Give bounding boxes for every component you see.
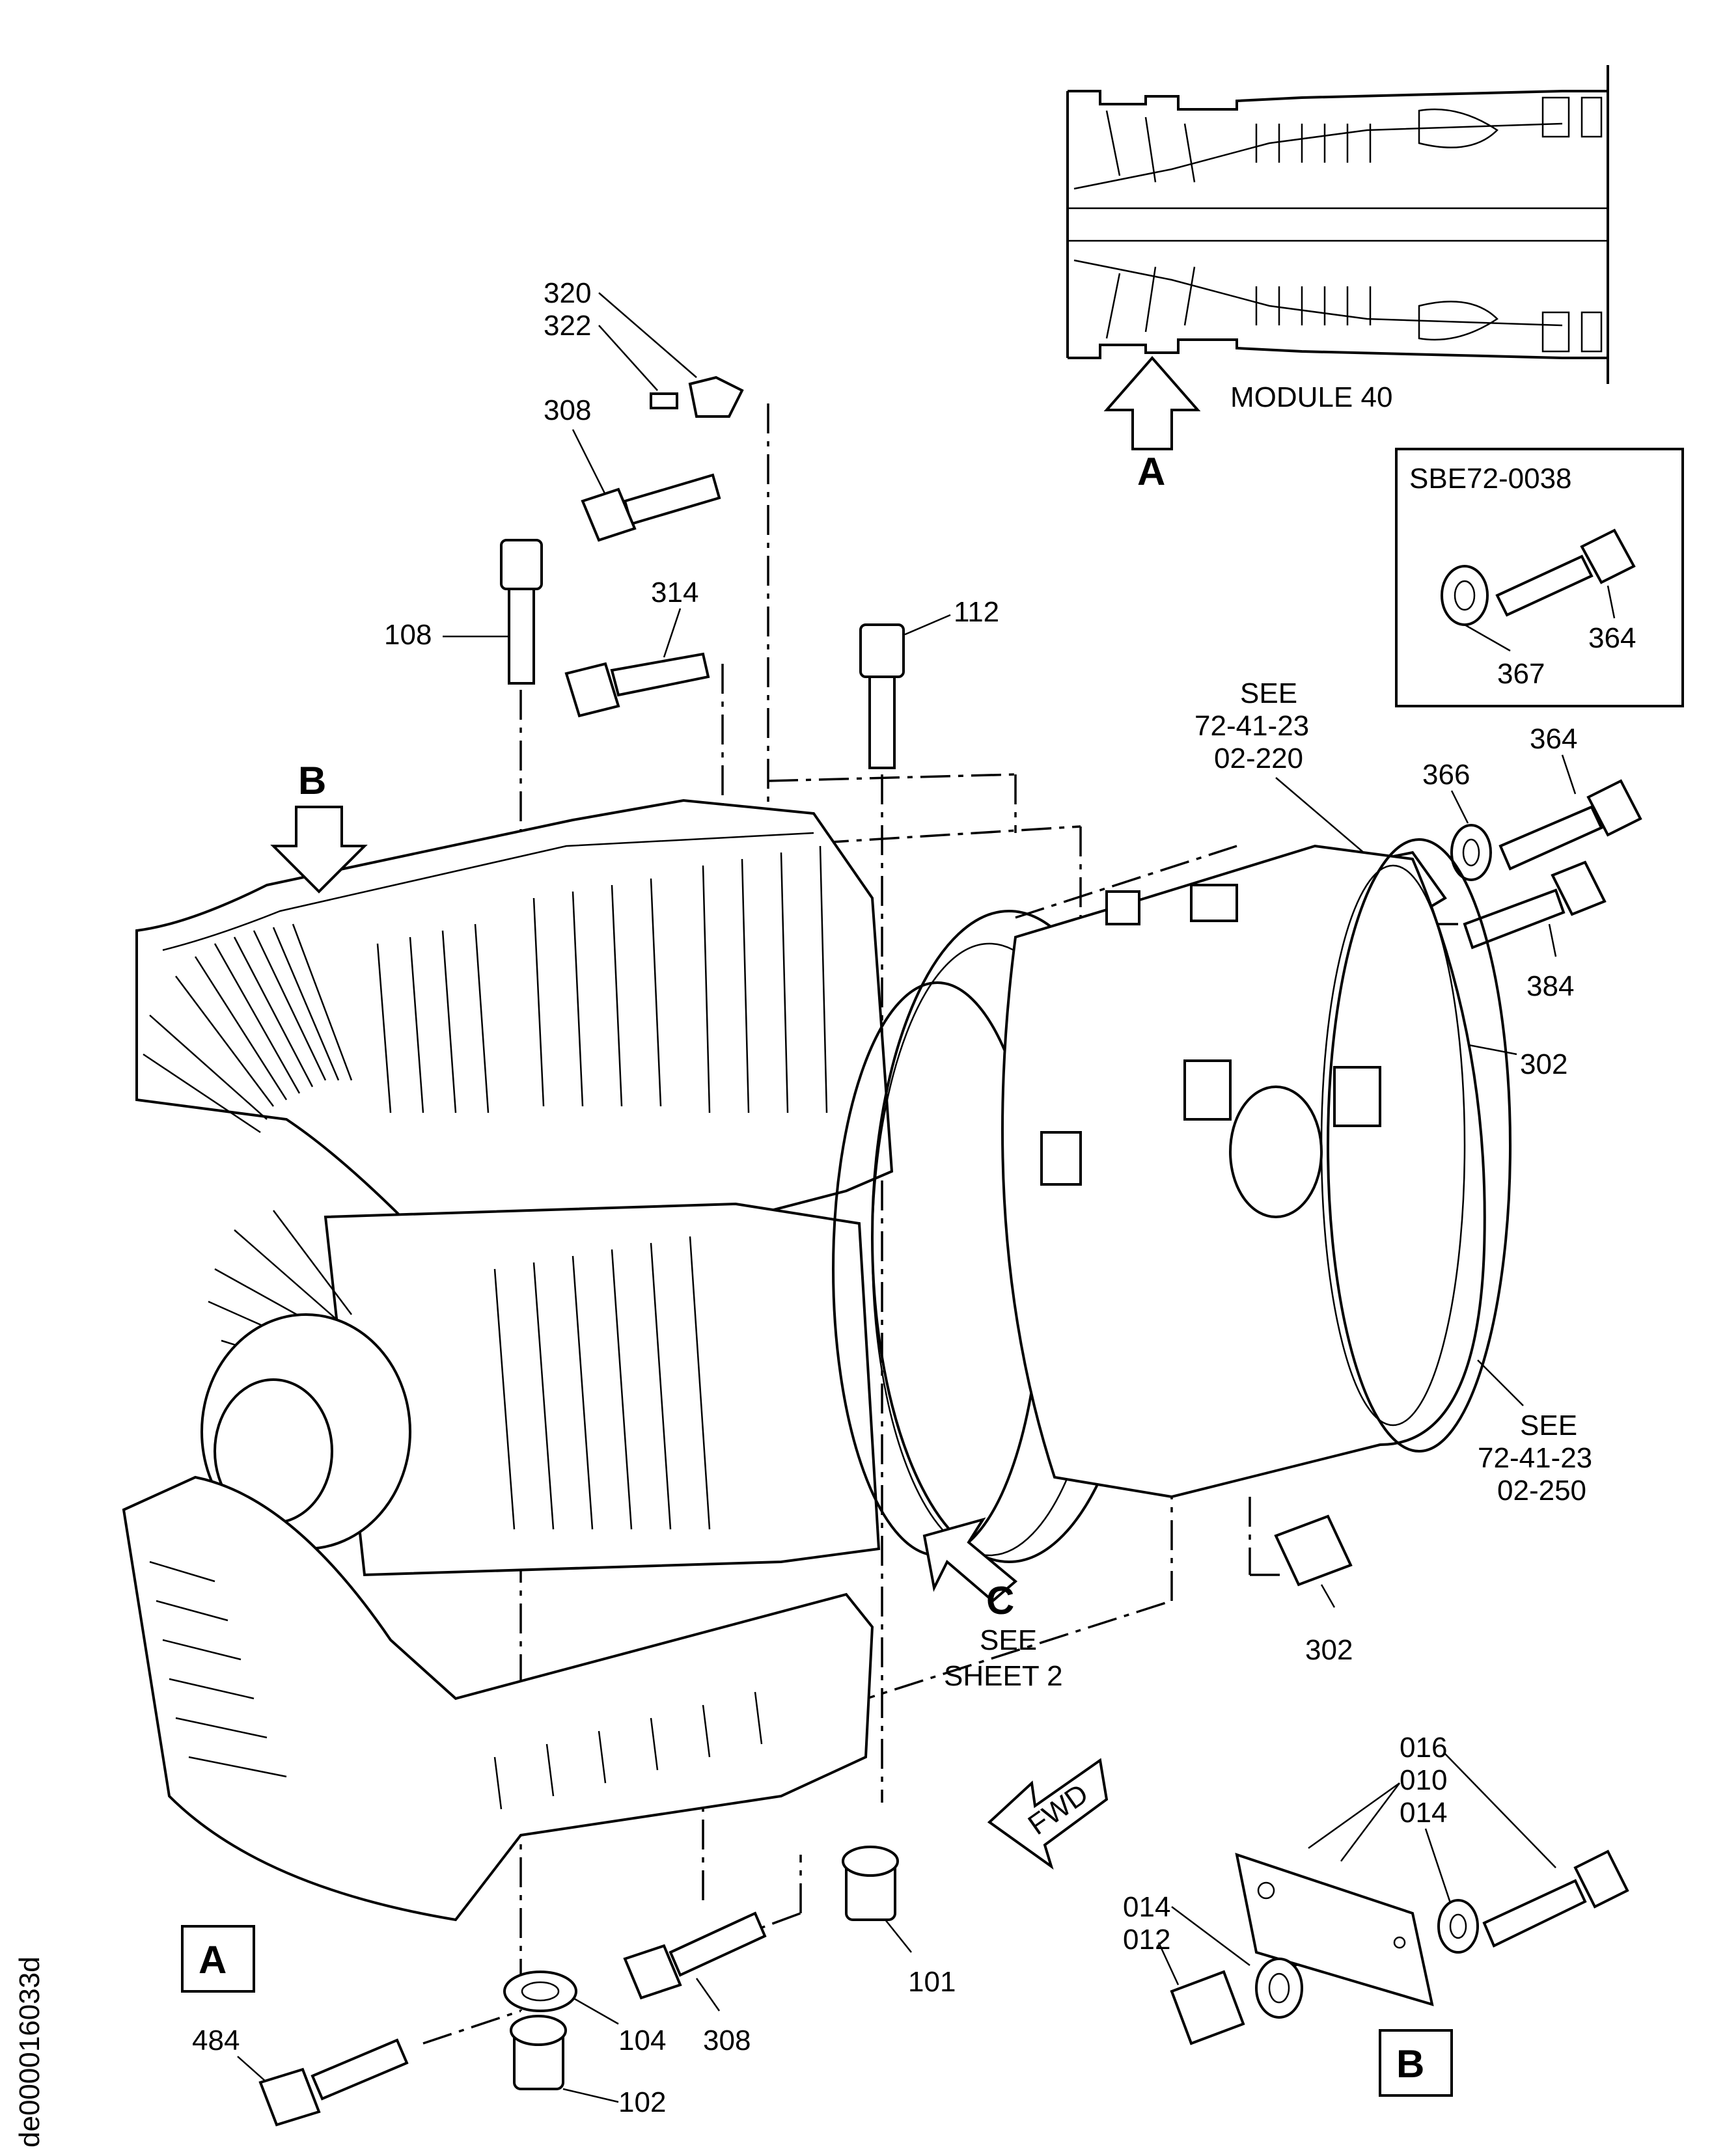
- lower-case: [122, 1475, 874, 1922]
- bolt-384-icon: [1463, 888, 1566, 949]
- callout-484: 484: [192, 2025, 240, 2056]
- view-b-detail: 016 010 014 014 012 B: [1123, 1732, 1629, 2097]
- see-250-line1: SEE: [1520, 1410, 1577, 1441]
- callout-112: 112: [954, 596, 999, 628]
- see-220-line3: 02-220: [1214, 743, 1303, 774]
- callout-364-right: 364: [1530, 723, 1577, 755]
- view-c-arrow-label: C: [986, 1579, 1014, 1622]
- lockplate-320-icon: [688, 375, 744, 418]
- callout-364-inset: 364: [1588, 622, 1636, 654]
- callout-384: 384: [1526, 970, 1574, 1002]
- callout-314: 314: [651, 577, 698, 608]
- drawing-id: de000016033d: [14, 1956, 46, 2148]
- callout-320: 320: [544, 277, 591, 309]
- callout-302-bottom: 302: [1305, 1634, 1353, 1666]
- view-b-box: [1379, 2029, 1453, 2097]
- view-c-arrow: [922, 1517, 1018, 1603]
- callout-104: 104: [618, 2025, 666, 2056]
- callout-016: 016: [1400, 1732, 1447, 1764]
- bolt-108-icon: [508, 584, 535, 685]
- callout-012: 012: [1123, 1924, 1170, 1956]
- see-250-line3: 02-250: [1497, 1475, 1586, 1507]
- sbe-inset: SBE72-0038 367 364: [1395, 448, 1684, 707]
- view-b-box-label: B: [1396, 2042, 1424, 2086]
- see-220-line2: 72-41-23: [1194, 710, 1309, 742]
- view-b-arrow: [270, 806, 368, 894]
- screw-322-icon: [650, 392, 678, 409]
- rear-casing-port: [1229, 1085, 1323, 1218]
- bolt-112-icon: [868, 675, 896, 769]
- section-compressor-stages: [1105, 110, 1372, 339]
- front-fan-blades: [143, 923, 353, 1134]
- lower-hardware: 302 FWD 101 308 104 102 484 A de00001603…: [14, 1514, 1353, 2148]
- washer-366-icon: [1450, 824, 1492, 881]
- view-b-arrow-label: B: [298, 759, 326, 802]
- view-a-box-label: A: [199, 1938, 227, 1982]
- bolt-364-right-icon: [1498, 805, 1603, 871]
- callout-322: 322: [544, 310, 591, 342]
- upper-case-stator-vanes: [376, 845, 828, 1113]
- callout-367-inset: 367: [1497, 658, 1545, 690]
- callout-101: 101: [908, 1966, 956, 1998]
- callout-308-bottom: 308: [703, 2025, 751, 2056]
- callout-010: 010: [1400, 1764, 1447, 1796]
- nut-302-bottom-icon: [1274, 1514, 1353, 1587]
- sbe-label: SBE72-0038: [1409, 463, 1572, 495]
- section-combustor: [1418, 96, 1603, 353]
- bolt-308-top-icon: [623, 473, 721, 526]
- washer-014-right-icon: [1437, 1899, 1479, 1954]
- view-a-arrow-label: A: [1137, 450, 1165, 493]
- fwd-arrow: [987, 1758, 1109, 1870]
- washer-104-icon: [503, 1971, 577, 2012]
- bolt-484-icon: [311, 2038, 409, 2101]
- view-a-box: [181, 1925, 255, 1993]
- bolt-364-inset-icon: [1495, 554, 1594, 617]
- callout-108: 108: [384, 619, 432, 651]
- bolt-016-icon: [1482, 1879, 1587, 1948]
- callout-366: 366: [1422, 759, 1470, 791]
- lower-case-vanes: [149, 1561, 763, 1810]
- callout-014-left: 014: [1123, 1891, 1170, 1923]
- washer-014-left-icon: [1255, 1958, 1303, 2019]
- callout-308-top: 308: [544, 394, 591, 426]
- nut-012-icon: [1170, 1970, 1245, 2045]
- top-hardware: 320 322 308 108 314 112: [384, 277, 999, 769]
- engine-assembly: B C SEE SHEET 2 SEE 72-41-23 02-250: [122, 759, 1592, 1922]
- see-220-line1: SEE: [1240, 677, 1297, 709]
- bolt-308-bottom-icon: [669, 1911, 767, 1977]
- module-40-section-view: A MODULE 40: [1066, 65, 1609, 493]
- rotor-drum: [324, 1202, 881, 1577]
- see-sheet-line2: SHEET 2: [944, 1660, 1063, 1692]
- callout-102: 102: [618, 2086, 666, 2118]
- callout-302-top: 302: [1520, 1048, 1567, 1080]
- callout-014-right: 014: [1400, 1797, 1447, 1829]
- plate-010-icon: [1235, 1853, 1434, 2006]
- see-sheet-line1: SEE: [980, 1624, 1037, 1656]
- bolt-314-icon: [610, 652, 710, 697]
- module-label: MODULE 40: [1230, 381, 1392, 413]
- view-a-arrow: [1103, 355, 1201, 450]
- washer-367-icon: [1441, 565, 1489, 626]
- see-250-line2: 72-41-23: [1478, 1442, 1592, 1474]
